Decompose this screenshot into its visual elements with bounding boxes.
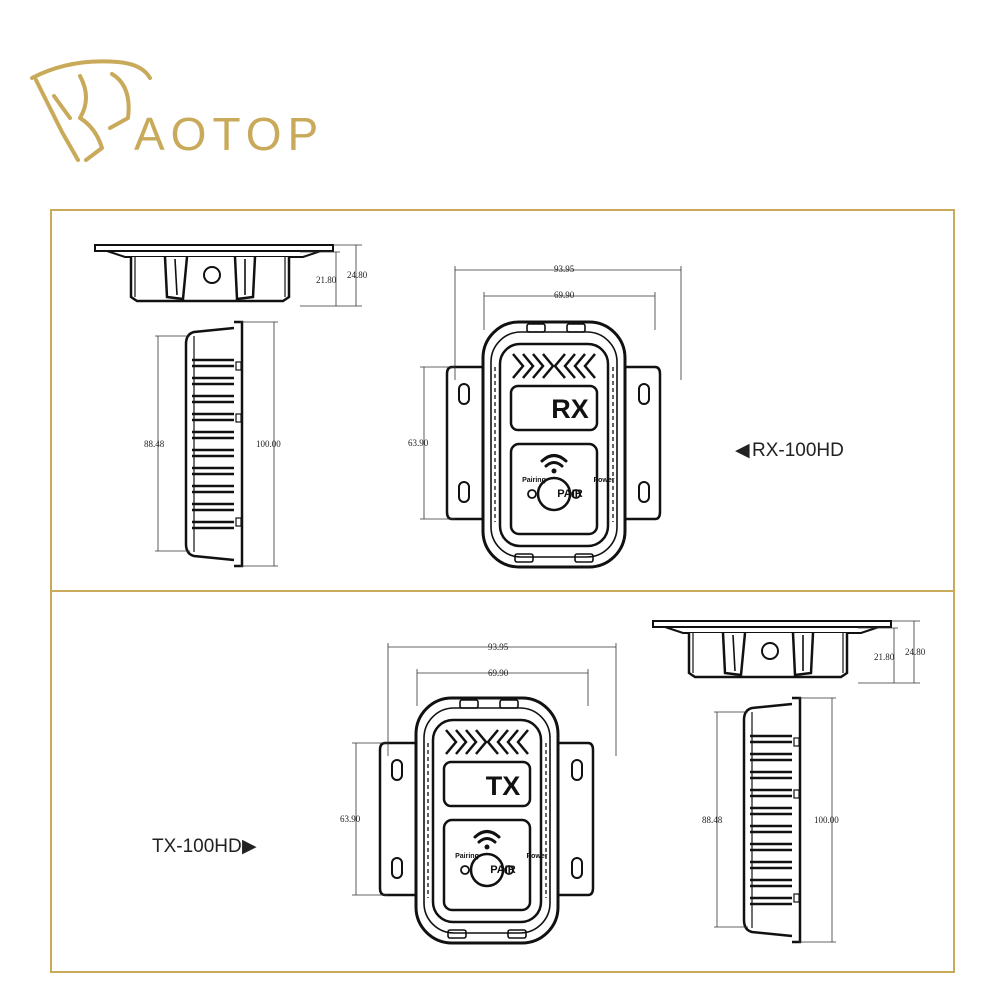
rx-panel: 21.80 24.80 88.48 100.00 93.95 69.90 63.… <box>93 243 844 569</box>
rx-front-dims <box>420 266 682 520</box>
rx-side-inner: 88.48 <box>144 439 165 449</box>
tx-front-height: 63.90 <box>340 814 361 824</box>
tx-label: TX <box>486 771 521 801</box>
tx-depth-dims <box>858 620 920 684</box>
brand-logo <box>30 59 152 162</box>
brand-wordmark: AOTOP <box>134 108 324 160</box>
tx-side-inner: 88.48 <box>702 815 723 825</box>
tx-model-arrow: ▶ <box>242 836 257 857</box>
tx-depth-outer: 24.80 <box>905 647 926 657</box>
rx-depth-outer: 24.80 <box>347 270 368 280</box>
tx-width-outer: 93.95 <box>488 642 509 652</box>
rx-depth-inner: 21.80 <box>316 275 337 285</box>
tx-side-view <box>742 696 802 944</box>
rx-depth-dims <box>300 244 362 307</box>
rx-front-height: 63.90 <box>408 438 429 448</box>
rx-pair-button: PAIR <box>557 488 583 500</box>
tx-depth-inner: 21.80 <box>874 652 895 662</box>
tx-pair-button: PAIR <box>490 864 516 876</box>
rx-top-view <box>93 243 335 303</box>
tx-front-dims <box>352 643 617 896</box>
tx-model-name: TX-100HD <box>152 836 242 857</box>
rx-side-view <box>184 320 244 568</box>
rx-front-view <box>445 320 662 569</box>
tx-top-view <box>651 619 893 679</box>
rx-power-label: Power <box>593 477 614 484</box>
rx-width-outer: 93.95 <box>554 264 575 274</box>
tx-side-dims <box>714 697 836 943</box>
tx-panel: 93.95 69.90 63.90 TX Pairing Power PAIR … <box>152 619 926 945</box>
tx-front-view <box>378 696 595 945</box>
rx-pairing-label: Pairing <box>522 477 546 484</box>
tx-pairing-label: Pairing <box>455 853 479 860</box>
rx-side-dims <box>155 321 278 567</box>
rx-side-outer: 100.00 <box>256 439 281 449</box>
tx-power-label: Power <box>526 853 547 860</box>
rx-model-arrow: ◀ <box>735 440 750 461</box>
tx-width-inner: 69.90 <box>488 668 509 678</box>
rx-width-inner: 69.90 <box>554 290 575 300</box>
rx-model-name: RX-100HD <box>752 440 844 461</box>
rx-label: RX <box>551 394 589 424</box>
tx-side-outer: 100.00 <box>814 815 839 825</box>
